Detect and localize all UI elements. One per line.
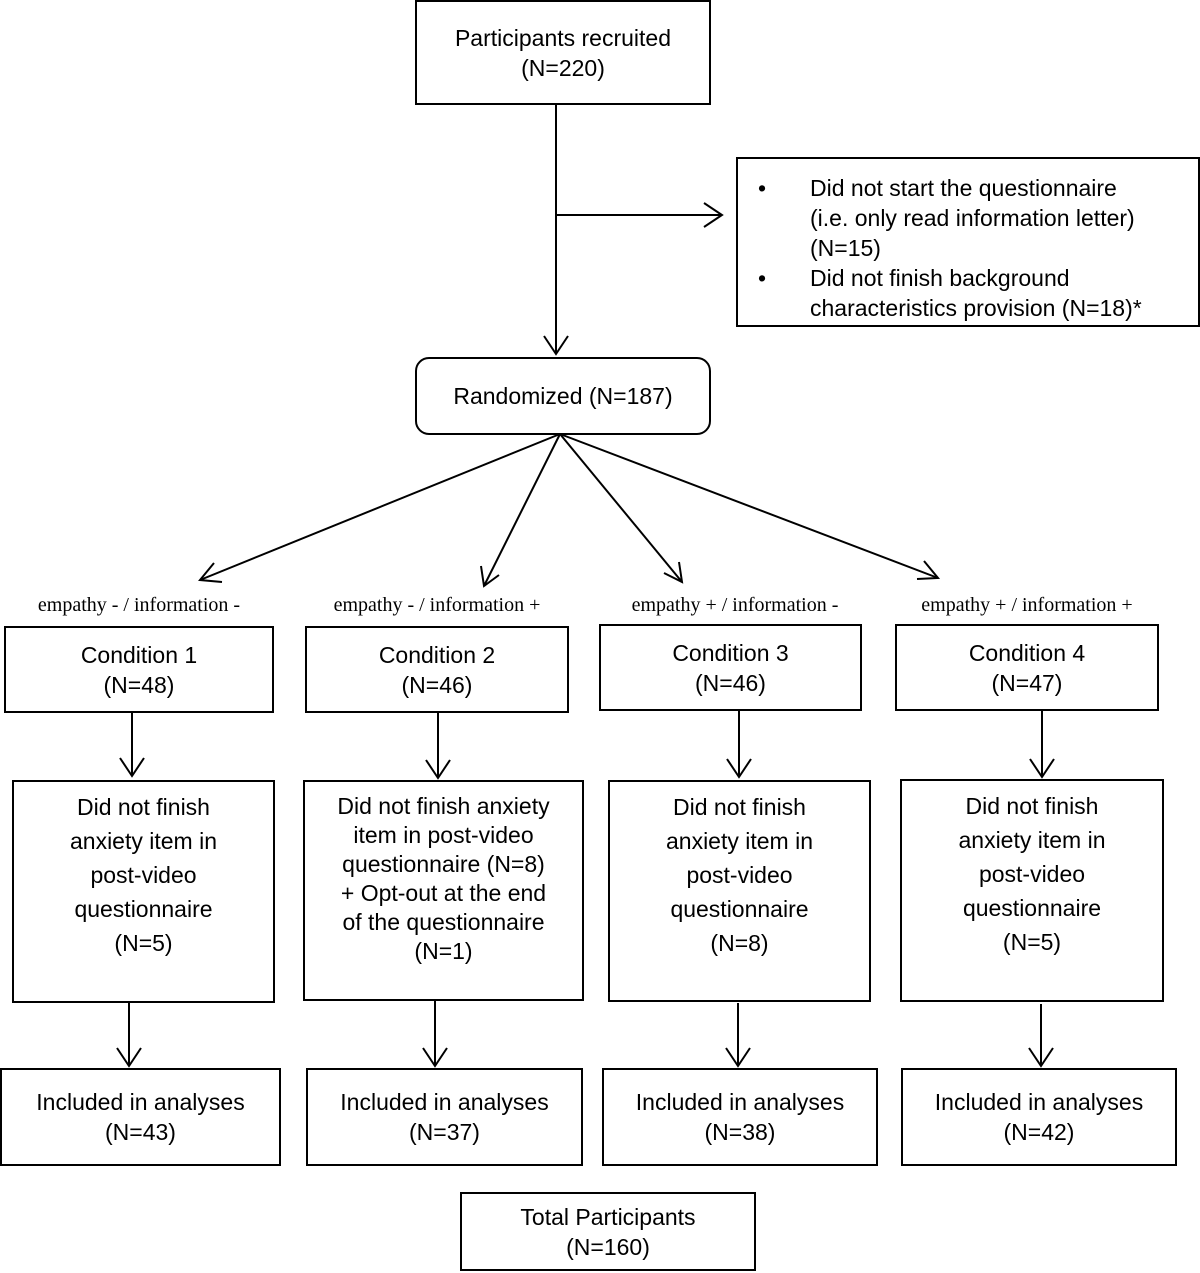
exclusion-box: • Did not start the questionnaire (i.e. …	[736, 157, 1200, 327]
included-count: (N=42)	[1003, 1119, 1075, 1145]
condition-2-included-box: Included in analyses (N=37)	[306, 1068, 583, 1166]
dropout-line: questionnaire (N=8)	[342, 851, 545, 877]
fan-arrowhead-3	[663, 561, 684, 584]
condition-name: Condition 1	[80, 641, 198, 668]
condition-name: Condition 3	[672, 639, 789, 666]
dropout-line: anxiety item in	[665, 828, 813, 854]
drop1-down-arrowhead	[116, 1047, 142, 1068]
dropout-line: anxiety item in	[69, 828, 217, 854]
condition-count: (N=46)	[401, 671, 473, 698]
fan-line-3	[559, 433, 683, 583]
cond1-down-arrowhead	[119, 757, 145, 778]
recruited-title: Participants recruited	[454, 24, 672, 51]
dropout-line: questionnaire	[670, 896, 809, 922]
fan-line-2	[483, 433, 561, 587]
included-label: Included in analyses	[635, 1089, 845, 1115]
drop2-down-arrowhead	[422, 1047, 448, 1068]
dropout-line: (N=5)	[114, 930, 173, 956]
fan-arrowhead-4	[916, 560, 941, 580]
condition-count: (N=48)	[103, 671, 175, 698]
condition-2-label: empathy - / information +	[333, 594, 541, 616]
condition-2-box: Condition 2 (N=46)	[305, 626, 569, 713]
exclusion-list: • Did not start the questionnaire (i.e. …	[758, 173, 1188, 323]
condition-4-dropout-box: Did not finish anxiety item in post-vide…	[900, 779, 1164, 1002]
exclusion-item: • Did not start the questionnaire (i.e. …	[758, 173, 1188, 263]
total-box: Total Participants (N=160)	[460, 1192, 756, 1271]
cond3-down-arrowhead	[726, 758, 752, 779]
condition-3-dropout-box: Did not finish anxiety item in post-vide…	[608, 780, 871, 1002]
condition-1-included-box: Included in analyses (N=43)	[0, 1068, 281, 1166]
dropout-line: questionnaire	[74, 896, 213, 922]
dropout-line: post-video	[90, 862, 197, 888]
condition-4-included-box: Included in analyses (N=42)	[901, 1068, 1177, 1166]
exclusion-item-line: (i.e. only read information letter)	[810, 205, 1135, 231]
fan-arrowhead-2	[480, 565, 500, 588]
condition-1-label: empathy - / information -	[37, 594, 241, 616]
dropout-line: post-video	[686, 862, 793, 888]
dropout-line: + Opt-out at the end	[340, 880, 547, 906]
dropout-line: (N=5)	[1002, 929, 1062, 955]
included-label: Included in analyses	[36, 1089, 245, 1115]
total-count: (N=160)	[566, 1233, 650, 1260]
dropout-line: item in post-video	[353, 822, 534, 848]
exclusion-arrowhead	[703, 202, 724, 228]
randomized-box: Randomized (N=187)	[415, 357, 711, 435]
bullet-glyph: •	[758, 265, 767, 291]
included-count: (N=38)	[704, 1119, 776, 1145]
total-title: Total Participants	[520, 1203, 696, 1230]
condition-count: (N=47)	[991, 669, 1063, 696]
dropout-line: anxiety item in	[958, 827, 1106, 853]
condition-4-label: empathy + / information +	[921, 594, 1133, 616]
dropout-line: of the questionnaire	[342, 909, 545, 935]
bullet-glyph: •	[758, 175, 767, 201]
condition-name: Condition 4	[968, 639, 1086, 666]
cond4-down-arrowhead	[1029, 758, 1055, 779]
dropout-line: Did not finish	[965, 793, 1099, 819]
dropout-line: Did not finish anxiety	[337, 793, 550, 819]
randomized-label: Randomized (N=187)	[453, 383, 673, 409]
dropout-line: (N=8)	[710, 930, 769, 956]
exclusion-item-line: characteristics provision (N=18)*	[810, 295, 1142, 321]
dropout-line: Did not finish	[77, 794, 210, 820]
drop3-down-arrowhead	[725, 1047, 751, 1068]
condition-name: Condition 2	[378, 641, 496, 668]
condition-1-box: Condition 1 (N=48)	[4, 626, 274, 713]
fan-arrowhead-1	[198, 562, 223, 583]
condition-1-dropout-box: Did not finish anxiety item in post-vide…	[12, 780, 275, 1003]
exclusion-item-line: Did not start the questionnaire	[810, 175, 1117, 201]
fan-line-1	[199, 433, 561, 581]
condition-3-box: Condition 3 (N=46)	[599, 624, 862, 711]
exclusion-item-line: Did not finish background	[810, 265, 1070, 291]
dropout-line: questionnaire	[962, 895, 1102, 921]
dropout-line: post-video	[978, 861, 1086, 887]
exclusion-item: • Did not finish background characterist…	[758, 263, 1188, 323]
recruited-box: Participants recruited (N=220)	[415, 0, 711, 105]
condition-count: (N=46)	[695, 669, 766, 696]
trunk-arrowhead	[543, 335, 569, 356]
included-label: Included in analyses	[934, 1089, 1144, 1115]
condition-3-label: empathy + / information -	[631, 594, 839, 616]
included-label: Included in analyses	[340, 1089, 549, 1115]
dropout-line: Did not finish	[673, 794, 806, 820]
cond2-down-arrowhead	[425, 759, 451, 780]
condition-4-box: Condition 4 (N=47)	[895, 624, 1159, 711]
included-count: (N=37)	[409, 1119, 480, 1145]
drop4-down-arrowhead	[1028, 1047, 1054, 1068]
dropout-line: (N=1)	[414, 938, 473, 964]
fan-line-4	[559, 433, 939, 579]
included-count: (N=43)	[105, 1119, 176, 1145]
recruited-count: (N=220)	[521, 54, 605, 81]
condition-3-included-box: Included in analyses (N=38)	[602, 1068, 878, 1166]
exclusion-item-line: (N=15)	[810, 235, 881, 261]
condition-2-dropout-box: Did not finish anxiety item in post-vide…	[303, 780, 584, 1001]
